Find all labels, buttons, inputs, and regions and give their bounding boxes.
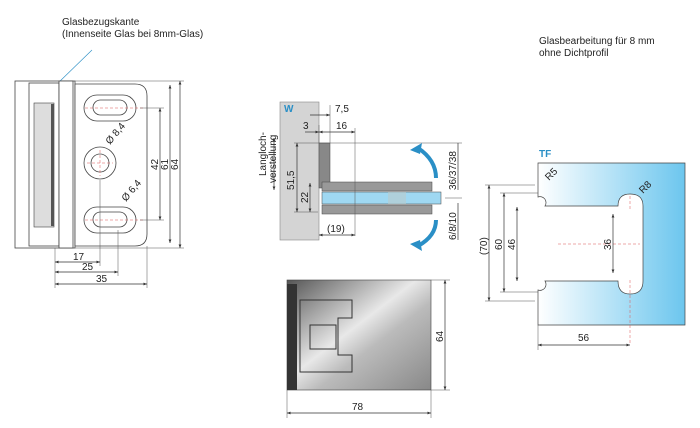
glass-processing-note: Glasbearbeitung für 8 mm [539,36,655,47]
dim-56: 56 [578,333,590,344]
rotation-arrow-up-icon [416,146,438,179]
dim-6-8-10: 6/8/10 [448,212,459,240]
dim-64-bottom: 64 [435,330,446,342]
bottom-view: 64 78 [286,279,450,418]
dim-35: 35 [96,274,108,285]
dim-7-5: 7,5 [335,104,349,115]
dim-16: 16 [336,121,348,132]
dim-25: 25 [82,262,94,273]
dim-42: 42 [150,158,161,170]
glass-reference-note: Glasbezugskante [62,17,140,28]
dim-36-37-38: 36/37/38 [448,151,459,190]
dim-3: 3 [303,121,309,132]
leader-line [56,49,93,85]
rotation-arrow-down-icon [416,219,438,248]
slot-adjust-label: Langloch- [258,132,269,176]
glass-cutout-view: TF R5 R8 (70) 60 46 36 56 [479,149,686,350]
dim-22: 22 [300,191,311,203]
glass-reference-note-2: (Innenseite Glas bei 8mm-Glas) [62,29,203,40]
dim-17: 17 [73,252,85,263]
slot-adjust-label-2: verstellung [268,135,279,183]
glass-label: TF [539,149,551,160]
glass-processing-note-2: ohne Dichtprofil [539,48,608,59]
dim-64: 64 [170,158,181,170]
dim-61: 61 [160,158,171,170]
wall-label: W [284,104,294,115]
dim-70: (70) [479,237,490,255]
dim-46: 46 [507,238,518,250]
front-view: 42 61 64 Ø 8,4 Ø 6,4 17 25 35 [14,80,184,288]
side-view: W Langloch- verstellung 7,5 3 16 51,5 22… [258,101,462,251]
dim-19: (19) [327,224,345,235]
dim-51-5: 51,5 [286,170,297,190]
dim-36: 36 [603,238,614,250]
dim-60: 60 [494,238,505,250]
dim-78: 78 [352,402,364,413]
